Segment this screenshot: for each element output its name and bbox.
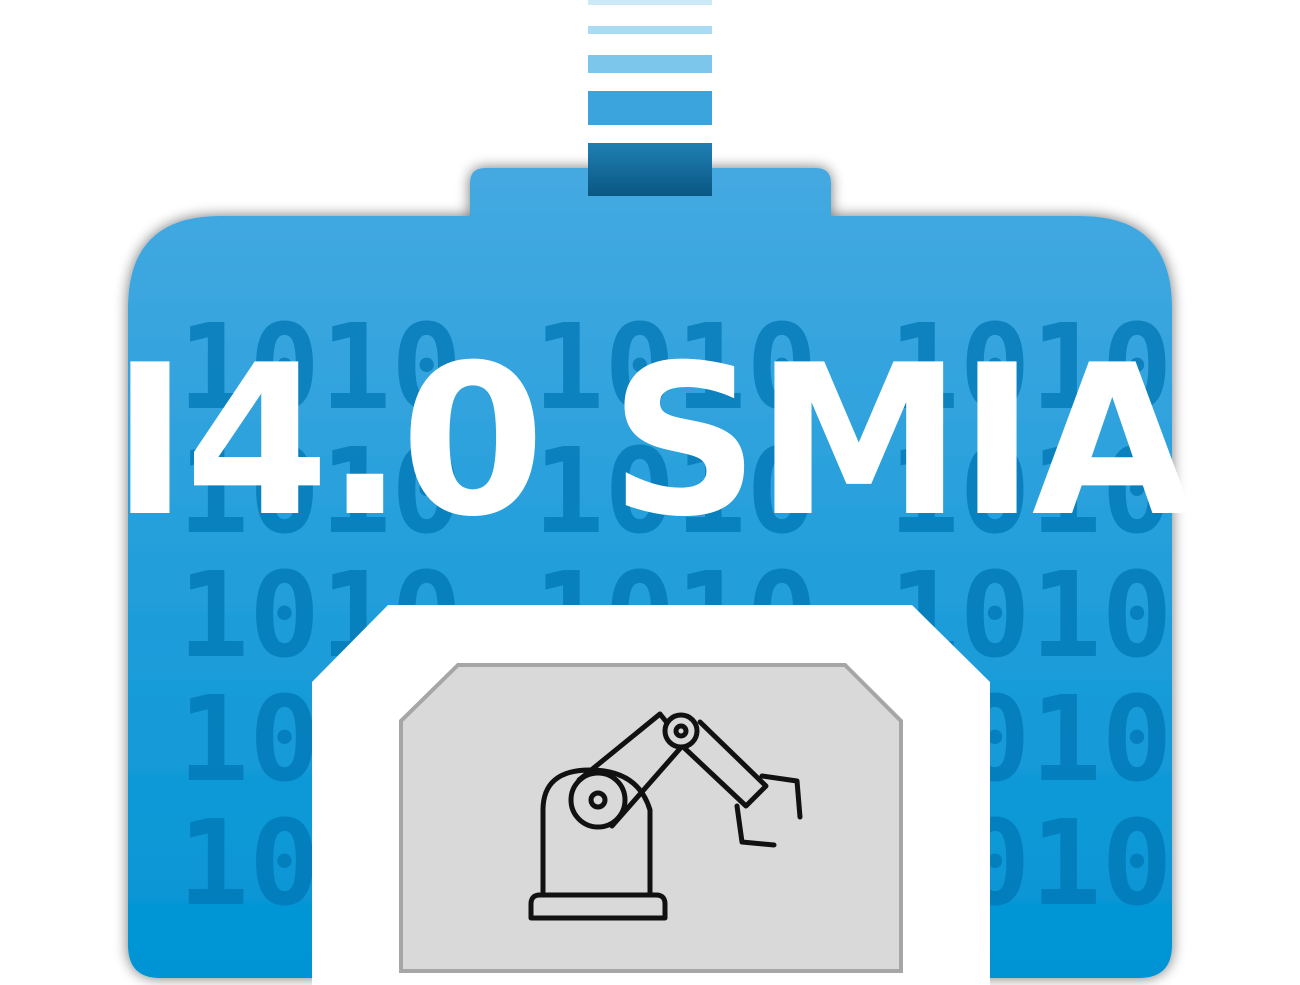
- pattern-row: 1010 1010 1010 1010: [178, 298, 1300, 436]
- connector-block: [588, 143, 712, 196]
- pattern-row: 1010 1010 1010 1010: [178, 422, 1300, 560]
- connector-stripes: [588, 0, 712, 125]
- logo-title: I4.0 SMIA: [111, 321, 1192, 563]
- robot-arm-icon: [528, 711, 803, 921]
